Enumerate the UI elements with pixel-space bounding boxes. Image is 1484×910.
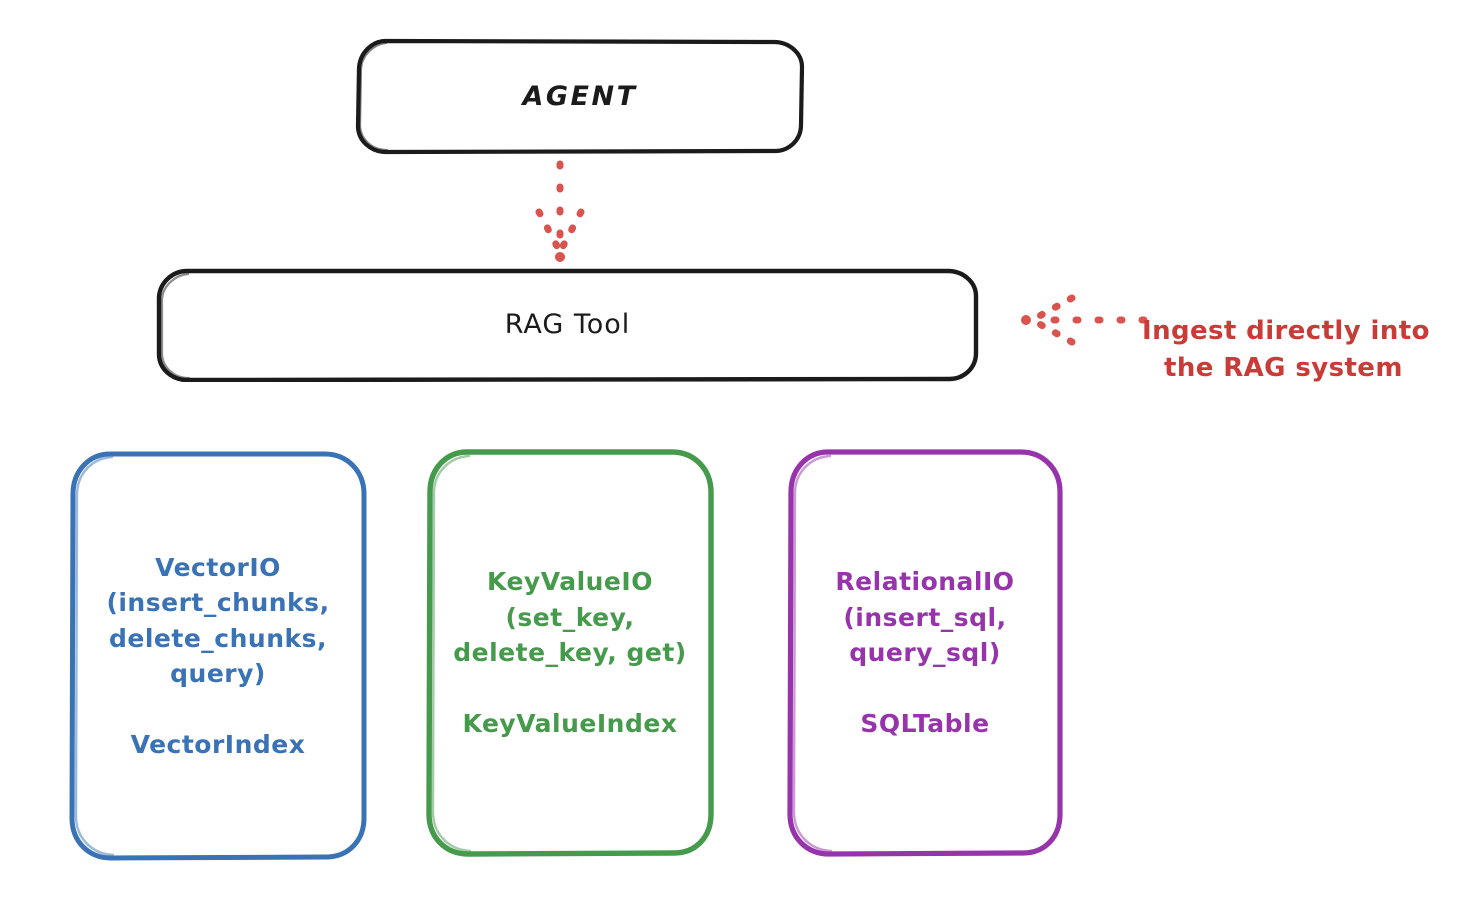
- ingest-note: Ingest directly into the RAG system: [1142, 276, 1472, 424]
- node-key-value-io[interactable]: KeyValueIO (set_key, delete_key, get) Ke…: [425, 448, 715, 858]
- node-agent[interactable]: AGENT: [355, 38, 805, 155]
- agent-to-rag-tool-arrow: [535, 160, 585, 262]
- vector-io-label: VectorIO (insert_chunks, delete_chunks, …: [106, 552, 330, 760]
- rag-tool-label: RAG Tool: [504, 309, 631, 341]
- node-relational-io[interactable]: RelationalIO (insert_sql, query_sql) SQL…: [786, 448, 1064, 858]
- key-value-io-label: KeyValueIO (set_key, delete_key, get) Ke…: [453, 567, 687, 739]
- node-rag-tool[interactable]: RAG Tool: [155, 268, 980, 382]
- agent-label: AGENT: [522, 80, 638, 112]
- relational-io-label: RelationalIO (insert_sql, query_sql) SQL…: [835, 567, 1015, 739]
- ingest-note-arrow: [1021, 294, 1148, 346]
- ingest-note-line-1: Ingest directly into: [1142, 315, 1430, 346]
- node-vector-io[interactable]: VectorIO (insert_chunks, delete_chunks, …: [68, 450, 368, 862]
- ingest-note-line-2: the RAG system: [1164, 352, 1403, 383]
